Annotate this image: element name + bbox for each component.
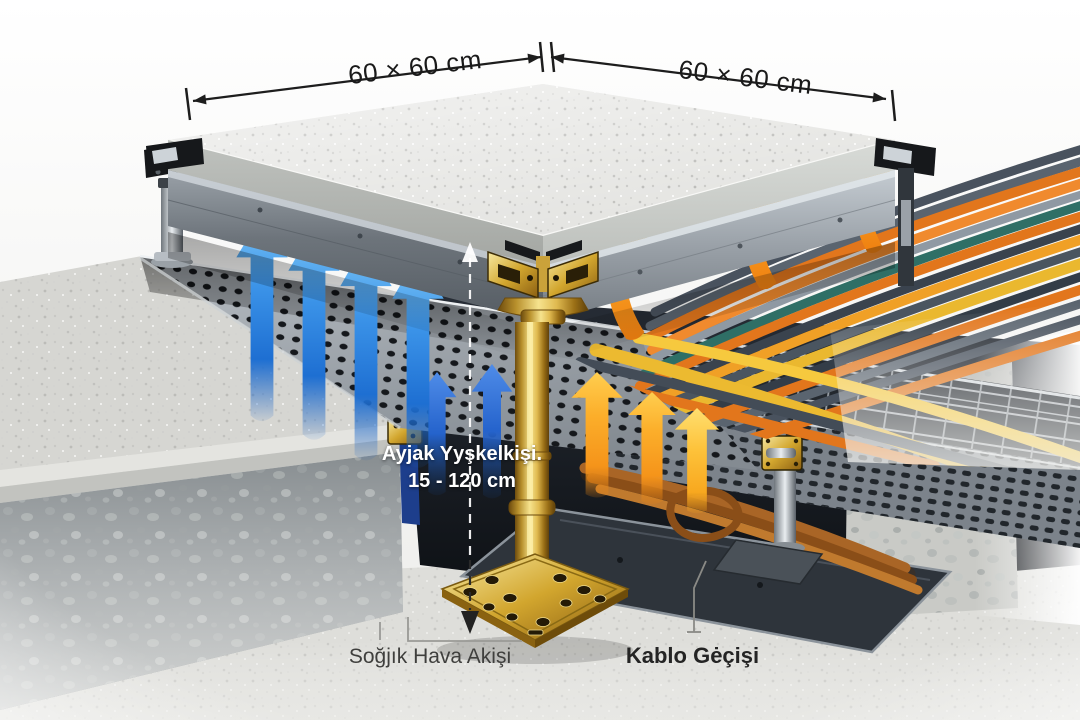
pedestal-height-label: Ayjak Yyşkelkişi. 15 - 120 cm [372,441,552,495]
cable-passage-label: Kablo Gėçişi [625,643,760,668]
cold-air-flow-label: Soğjık Hava Akişi [348,645,512,668]
pedestal-height-line2: 15 - 120 cm [408,470,516,492]
pedestal-height-line1: Ayjak Yyşkelkişi. [381,443,543,465]
